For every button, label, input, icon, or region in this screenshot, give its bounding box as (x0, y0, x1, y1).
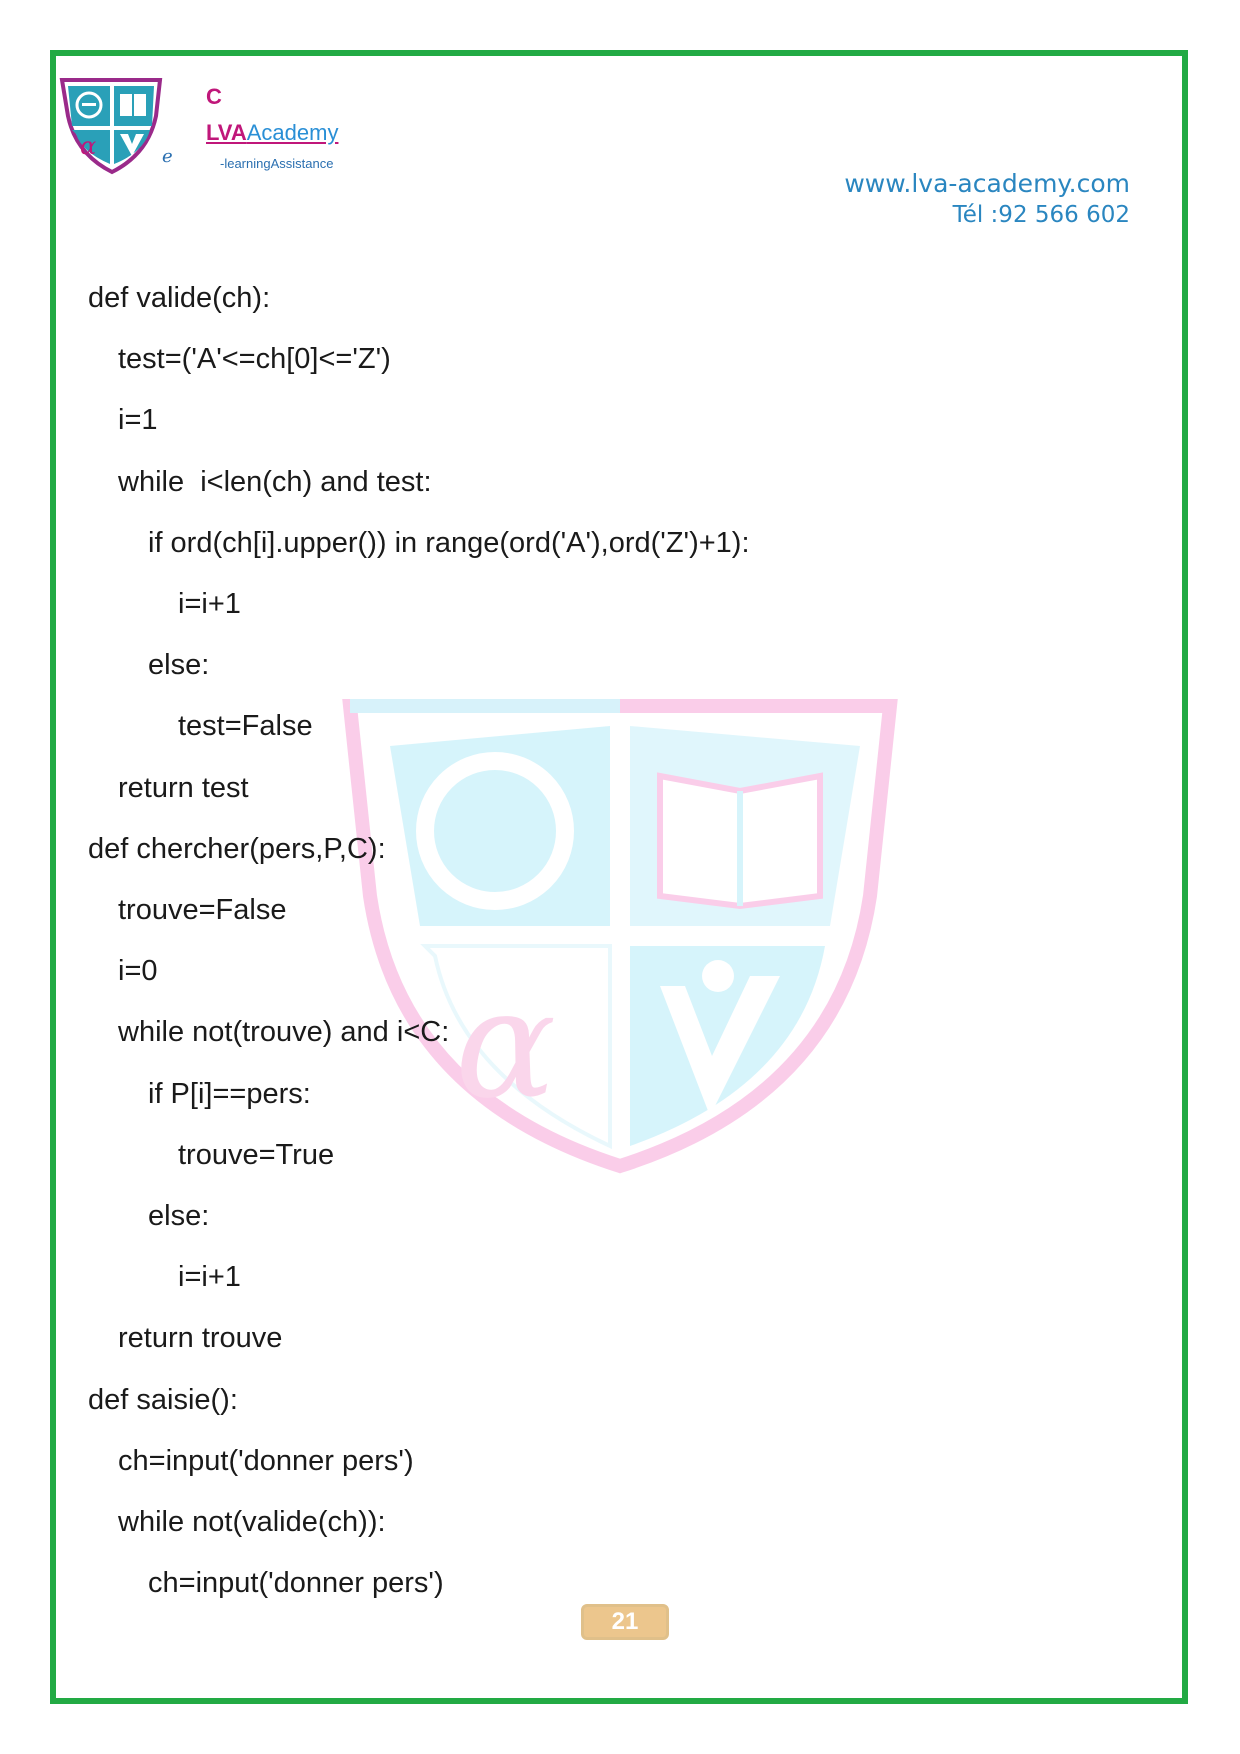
code-line: else: (148, 649, 210, 682)
code-line: while not(trouve) and i<C: (118, 1016, 450, 1049)
phone-number: Tél :92 566 602 (952, 202, 1130, 228)
code-line: ch=input('donner pers') (118, 1444, 414, 1477)
svg-text:α: α (80, 132, 96, 160)
code-line: i=i+1 (178, 588, 241, 620)
page-number: 21 (581, 1604, 669, 1640)
code-line: ch=input('donner pers') (148, 1567, 444, 1600)
code-line: test=('A'<=ch[0]<='Z') (118, 343, 391, 376)
code-line: def chercher(pers,P,C): (88, 832, 386, 865)
code-line: def saisie(): (88, 1383, 238, 1416)
code-line: i=i+1 (178, 1261, 241, 1294)
code-line: while not(valide(ch)): (118, 1506, 386, 1538)
brand-subtitle: -learningAssistance (220, 156, 334, 171)
code-line: i=1 (118, 404, 158, 437)
website-link[interactable]: www.lva-academy.com (844, 169, 1130, 198)
code-line: return trouve (118, 1322, 283, 1355)
code-line: trouve=False (118, 894, 287, 926)
code-line: if P[i]==pers: (148, 1077, 311, 1110)
code-line: if ord(ch[i].upper()) in range(ord('A'),… (148, 526, 750, 559)
brand-e: e (162, 146, 173, 167)
code-line: test=False (178, 710, 313, 743)
brand-name: LVAAcademy (206, 120, 338, 146)
brand-academy: Academy (246, 120, 339, 145)
brand-c: C (206, 84, 222, 109)
contact-block: www.lva-academy.com Tél :92 566 602 (844, 168, 1130, 230)
watermark-shield-icon: α (342, 699, 898, 1174)
academy-logo-icon: α (59, 78, 163, 175)
code-line: while i<len(ch) and test: (118, 465, 432, 498)
code-line: i=0 (118, 955, 158, 988)
code-line: trouve=True (178, 1138, 335, 1171)
svg-text:α: α (455, 958, 556, 1132)
code-line: return test (118, 771, 249, 804)
page-border (50, 50, 1188, 1704)
code-line: def valide(ch): (88, 282, 271, 314)
brand-lva: LVA (206, 120, 247, 145)
code-line: else: (148, 1200, 210, 1232)
